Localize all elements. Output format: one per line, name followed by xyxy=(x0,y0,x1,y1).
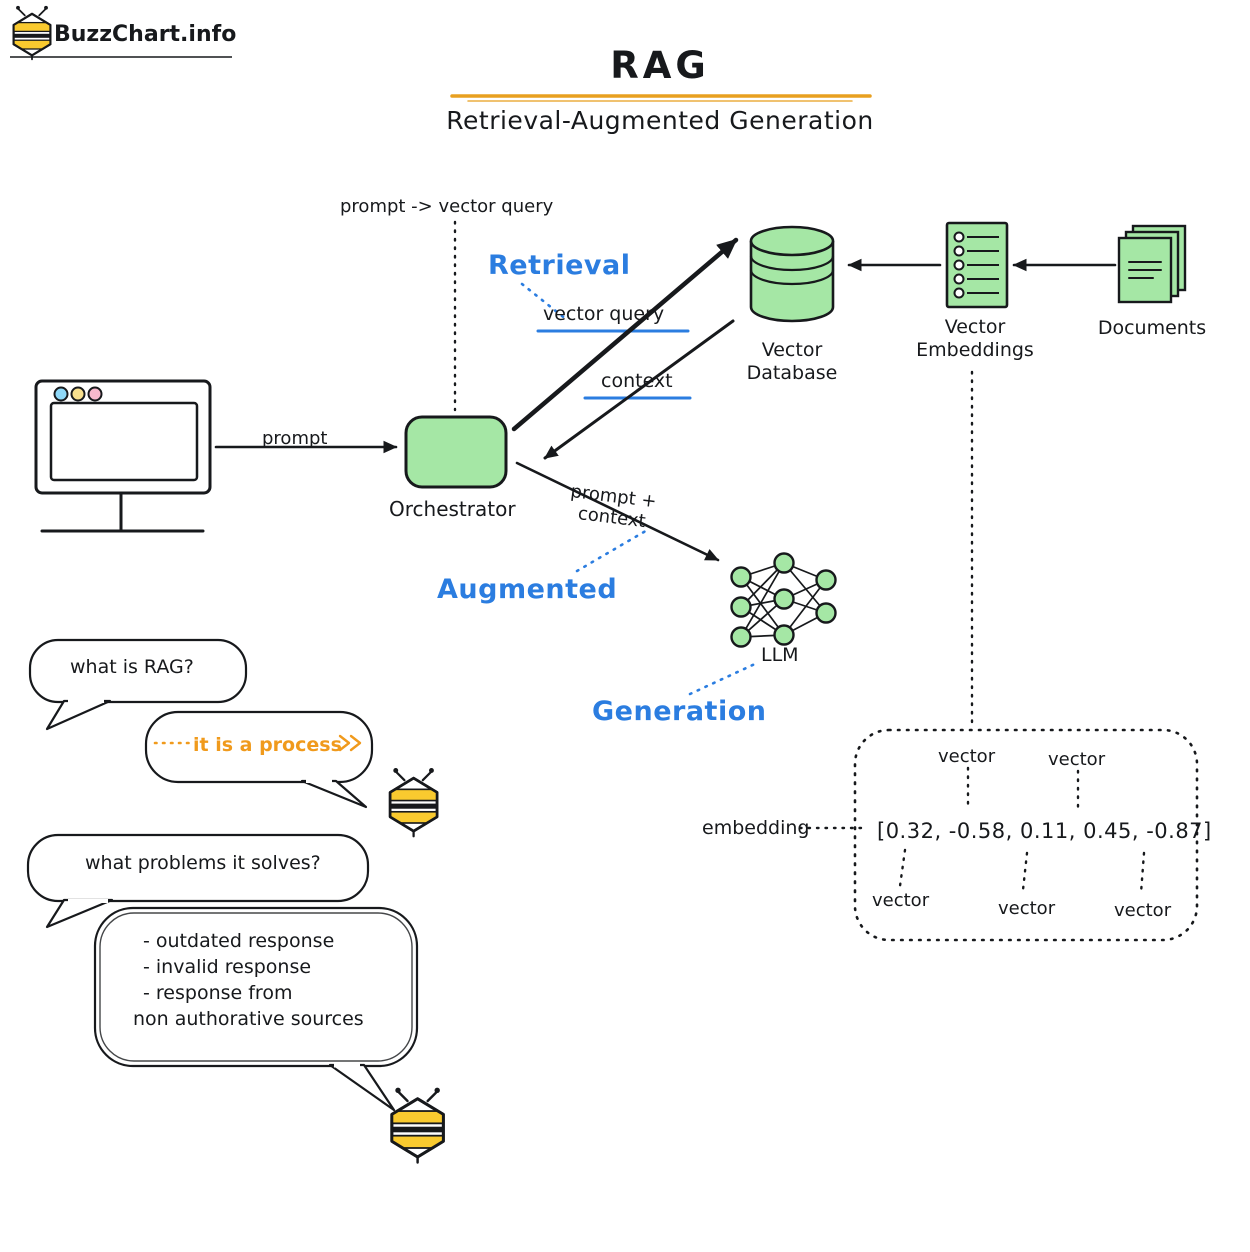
answer2-line2: - invalid response xyxy=(143,956,312,978)
vector-database-label: Vector Database xyxy=(746,339,838,384)
answer2-line4: non authorative sources xyxy=(133,1008,364,1030)
vector-embeddings-label: Vector Embeddings xyxy=(916,316,1034,361)
retrieval-label: Retrieval xyxy=(488,250,631,281)
prompt-context-arrow xyxy=(515,461,720,562)
chat-bubbles xyxy=(26,638,419,1112)
vector-label-bottom-1: vector xyxy=(872,890,930,911)
bubble-question2 xyxy=(26,833,370,903)
chat-bee-icon xyxy=(387,768,440,836)
vector-query-label: vector query xyxy=(543,303,665,325)
context-arrow xyxy=(543,319,735,460)
orchestrator-node xyxy=(404,415,508,489)
bubble-answer1 xyxy=(144,710,374,784)
computer-icon xyxy=(34,379,212,533)
page-title: RAG xyxy=(610,44,710,87)
logo-text: BuzzChart.info xyxy=(54,22,237,47)
embedding-label: embedding xyxy=(702,817,810,839)
chat-bee-icon-2 xyxy=(388,1088,446,1163)
window-dot-blue xyxy=(53,386,69,402)
llm-icon xyxy=(730,552,837,648)
augmented-label: Augmented xyxy=(437,574,618,605)
blue-annotations xyxy=(520,282,759,696)
documents-label: Documents xyxy=(1097,317,1207,339)
window-dot-pink xyxy=(87,386,103,402)
embedding-panel-box xyxy=(853,728,1199,942)
logo-bee-icon xyxy=(11,6,53,60)
vector-database-icon xyxy=(749,225,835,323)
flow-arrows xyxy=(214,237,1117,562)
vector-label-bottom-2: vector xyxy=(998,898,1056,919)
prompt-to-vector-label: prompt -> vector query xyxy=(340,196,554,217)
title-underline xyxy=(450,94,872,102)
dotted-guides xyxy=(453,220,1146,895)
chat-question1: what is RAG? xyxy=(70,656,194,678)
bubble-answer2 xyxy=(93,906,419,1068)
answer2-line1: - outdated response xyxy=(143,930,335,952)
window-dot-yellow xyxy=(70,386,86,402)
embedding-values: [0.32, -0.58, 0.11, 0.45, -0.87] xyxy=(877,819,1212,843)
llm-label: LLM xyxy=(761,644,799,666)
vector-embeddings-icon xyxy=(945,221,1009,309)
chat-question2: what problems it solves? xyxy=(85,852,321,874)
chat-answer1: it is a process xyxy=(193,734,342,756)
context-label: context xyxy=(601,370,673,392)
vector-label-bottom-3: vector xyxy=(1114,900,1172,921)
vector-query-arrow xyxy=(511,237,739,432)
orchestrator-label: Orchestrator xyxy=(389,497,516,521)
answer1-chevrons xyxy=(338,734,362,752)
prompt-label: prompt xyxy=(262,428,328,449)
answer2-line3: - response from xyxy=(143,982,293,1004)
generation-label: Generation xyxy=(592,696,767,727)
vector-label-top-2: vector xyxy=(1048,749,1106,770)
bubble-question1 xyxy=(28,638,248,704)
chat-answer2: - outdated response - invalid response -… xyxy=(133,928,364,1032)
documents-icon xyxy=(1117,224,1187,304)
page-subtitle: Retrieval-Augmented Generation xyxy=(446,106,874,135)
vector-label-top-1: vector xyxy=(938,746,996,767)
